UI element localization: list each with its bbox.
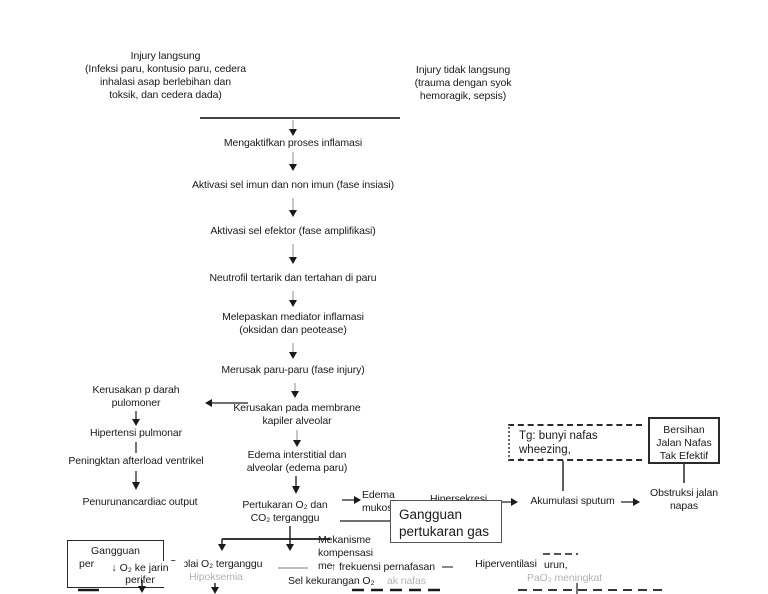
gangguan-perfusi-line2: per xyxy=(79,558,95,570)
gangguan-pertukaran-gas-box: Gangguan pertukaran gas xyxy=(390,500,502,543)
arrow-down-icon xyxy=(289,300,297,307)
node-kerusakan-p-darah: Kerusakan p darah pulomoner xyxy=(92,384,180,409)
node-peningkatan-afterload: Peningktan afterload ventrikel xyxy=(68,455,204,467)
node-sel-kekurangan-o2: Sel kekurangan O₂ xyxy=(288,575,375,587)
arrow-down-icon xyxy=(286,544,294,551)
node-mekanisme-kompensasi: Mekanisme kompensasi me xyxy=(318,534,374,572)
node-kerusakan-membrane: Kerusakan pada membrane kapiler alveolar xyxy=(233,402,361,427)
node-sesak-nafas-faded: ak nafas xyxy=(387,575,426,587)
node-mengaktifkan-inflamasi: Mengaktifkan proses inflamasi xyxy=(223,137,363,149)
arrow-right-icon xyxy=(354,496,361,504)
node-obstruksi-jalan-napas: Obstruksi jalan napas xyxy=(650,487,718,512)
node-edema-interstitial: Edema interstitial dan alveolar (edema p… xyxy=(246,449,348,474)
arrow-down-icon xyxy=(289,129,297,136)
arrow-down-icon xyxy=(132,419,140,426)
arrow-right-icon xyxy=(633,498,640,506)
node-frekuensi-pernafasan: ↑ frekuensi pernafasan xyxy=(331,561,436,573)
arrow-down-icon xyxy=(289,257,297,264)
arrow-down-icon xyxy=(218,544,226,551)
gangguan-perfusi-line1: Gangguan xyxy=(90,545,141,557)
tg-wheezing-dashed-box: Tg: bunyi nafas wheezing, batuk xyxy=(508,424,642,461)
node-penurunan-cardiac-output: Penurunancardiac output xyxy=(82,496,198,508)
node-neutrofil: Neutrofil tertarik dan tertahan di paru xyxy=(209,272,377,284)
arrow-down-icon xyxy=(138,586,146,593)
node-akumulasi-sputum: Akumulasi sputum xyxy=(530,495,615,507)
node-melepaskan-mediator: Melepaskan mediator inflamasi (oksidan d… xyxy=(222,311,364,336)
arrow-down-icon xyxy=(293,440,301,447)
node-aktivasi-sel-efektor: Aktivasi sel efektor (fase amplifikasi) xyxy=(210,225,376,237)
arrow-down-icon xyxy=(289,210,297,217)
node-aktivasi-sel-imun: Aktivasi sel imun dan non imun (fase ins… xyxy=(191,179,395,191)
bersihan-jalan-nafas-box: Bersihan Jalan Nafas Tak Efektif xyxy=(648,417,720,464)
arrow-down-icon xyxy=(291,391,299,398)
node-hipoksemia-faded: Hipoksemia xyxy=(189,571,243,583)
node-hiperventilasi: Hiperventilasi xyxy=(475,558,537,570)
node-injury-langsung: Injury langsung (Infeksi paru, kontusio … xyxy=(85,50,246,101)
node-pao2-meningkat-faded: PaO₂ meningkat xyxy=(527,572,603,584)
arrow-down-icon xyxy=(211,587,219,594)
node-pertukaran-gas-terganggu: Pertukaran O₂ dan CO₂ terganggu xyxy=(242,499,328,524)
node-edema-mukosa: Edema mukosa xyxy=(362,489,399,514)
node-turun-fragment: urun, xyxy=(544,559,568,571)
arrow-down-icon xyxy=(132,482,140,490)
node-injury-tidak-langsung: Injury tidak langsung (trauma dengan syo… xyxy=(414,64,512,102)
arrow-right-icon xyxy=(511,498,518,506)
arrow-down-icon xyxy=(289,352,297,359)
arrow-down-icon xyxy=(289,164,297,171)
node-o2-ke-jaringan-perifer: ↓ O₂ ke jarin perifer xyxy=(96,561,184,587)
arrow-down-icon xyxy=(292,486,300,494)
node-merusak-paru: Merusak paru-paru (fase injury) xyxy=(221,364,365,376)
arrow-left-icon xyxy=(205,399,212,407)
node-hipertensi-pulmonar: Hipertensi pulmonar xyxy=(89,427,183,439)
